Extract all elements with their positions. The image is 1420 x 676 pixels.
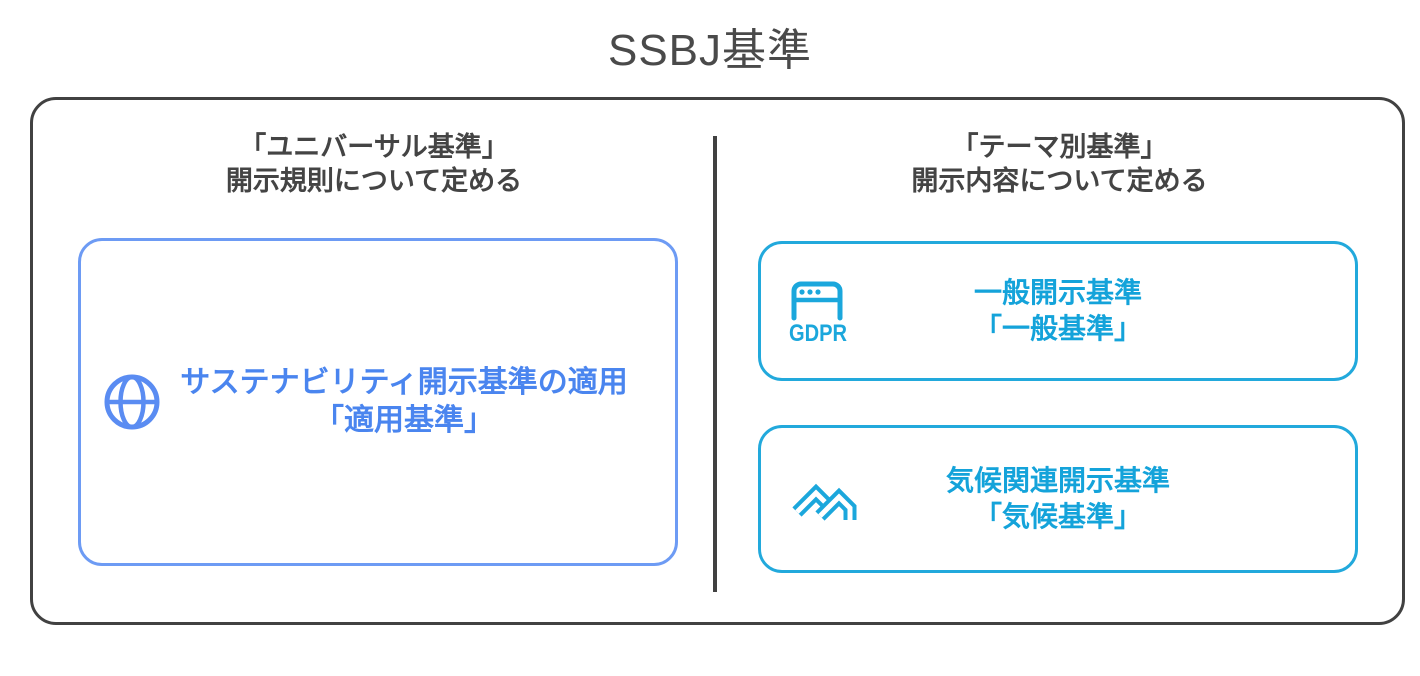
climate-standard-card: 気候関連開示基準 「気候基準」 (758, 425, 1358, 573)
climate-card-line1: 気候関連開示基準 (945, 465, 1170, 496)
universal-card-text: サステナビリティ開示基準の適用 「適用基準」 (81, 364, 675, 440)
column-divider (713, 136, 717, 592)
right-heading-line1: 「テーマ別基準」 (951, 132, 1168, 162)
svg-text:GDPR: GDPR (789, 320, 847, 344)
general-card-line2: 「一般基準」 (973, 313, 1142, 344)
universal-card-line1: サステナビリティ開示基準の適用 (180, 366, 628, 399)
climate-card-line2: 「気候基準」 (973, 501, 1142, 532)
globe-icon (104, 374, 160, 430)
universal-card-line2: 「適用基準」 (314, 404, 494, 437)
right-column-heading: 「テーマ別基準」 開示内容について定める (717, 130, 1402, 198)
general-card-text: 一般開示基準 「一般基準」 (761, 275, 1355, 347)
mountain-peaks-icon (792, 483, 857, 521)
left-column-heading: 「ユニバーサル基準」 開示規則について定める (33, 130, 715, 198)
left-heading-line1: 「ユニバーサル基準」 (239, 132, 509, 162)
general-standard-card: GDPR 一般開示基準 「一般基準」 (758, 241, 1358, 381)
universal-standard-card: サステナビリティ開示基準の適用 「適用基準」 (78, 238, 678, 566)
general-card-line1: 一般開示基準 (973, 277, 1142, 308)
left-heading-line2: 開示規則について定める (225, 166, 523, 196)
page-title: SSBJ基準 (607, 26, 813, 75)
main-frame: 「ユニバーサル基準」 開示規則について定める サステナビリティ開示基準の適用 「… (30, 97, 1405, 625)
gdpr-window-icon: GDPR (789, 281, 847, 344)
right-heading-line2: 開示内容について定める (911, 166, 1208, 196)
climate-card-text: 気候関連開示基準 「気候基準」 (761, 463, 1355, 535)
